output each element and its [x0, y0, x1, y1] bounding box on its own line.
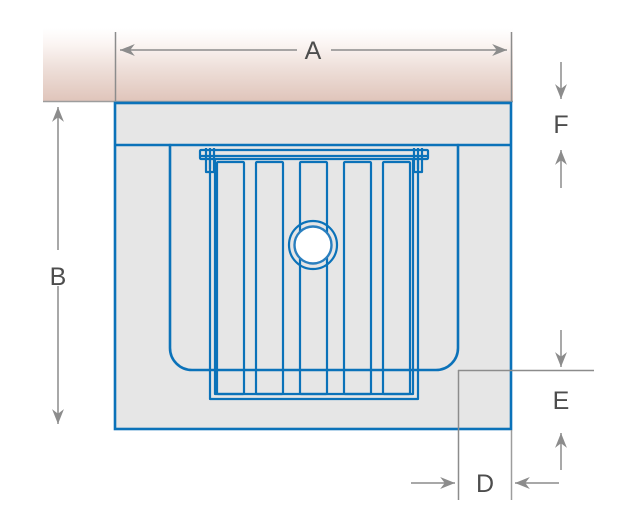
drain-hole	[287, 219, 339, 271]
dimension-f-label: F	[553, 111, 568, 139]
dimension-b-label: B	[50, 263, 67, 291]
dimension-e-label: E	[553, 387, 570, 415]
sink-bowl-outline	[168, 143, 460, 372]
dimension-a-label: A	[305, 37, 322, 65]
countertop-gradient-band	[43, 28, 513, 103]
dimension-d-group: D	[411, 370, 559, 500]
dimension-d-label: D	[476, 470, 494, 498]
dimension-f-group: F	[513, 62, 594, 188]
sink-body-outline	[113, 101, 513, 431]
dimension-a-group: A	[114, 32, 513, 101]
dimension-e-group: E	[458, 330, 594, 470]
dimension-b-group: B	[36, 101, 115, 430]
basket-bars	[208, 159, 420, 401]
